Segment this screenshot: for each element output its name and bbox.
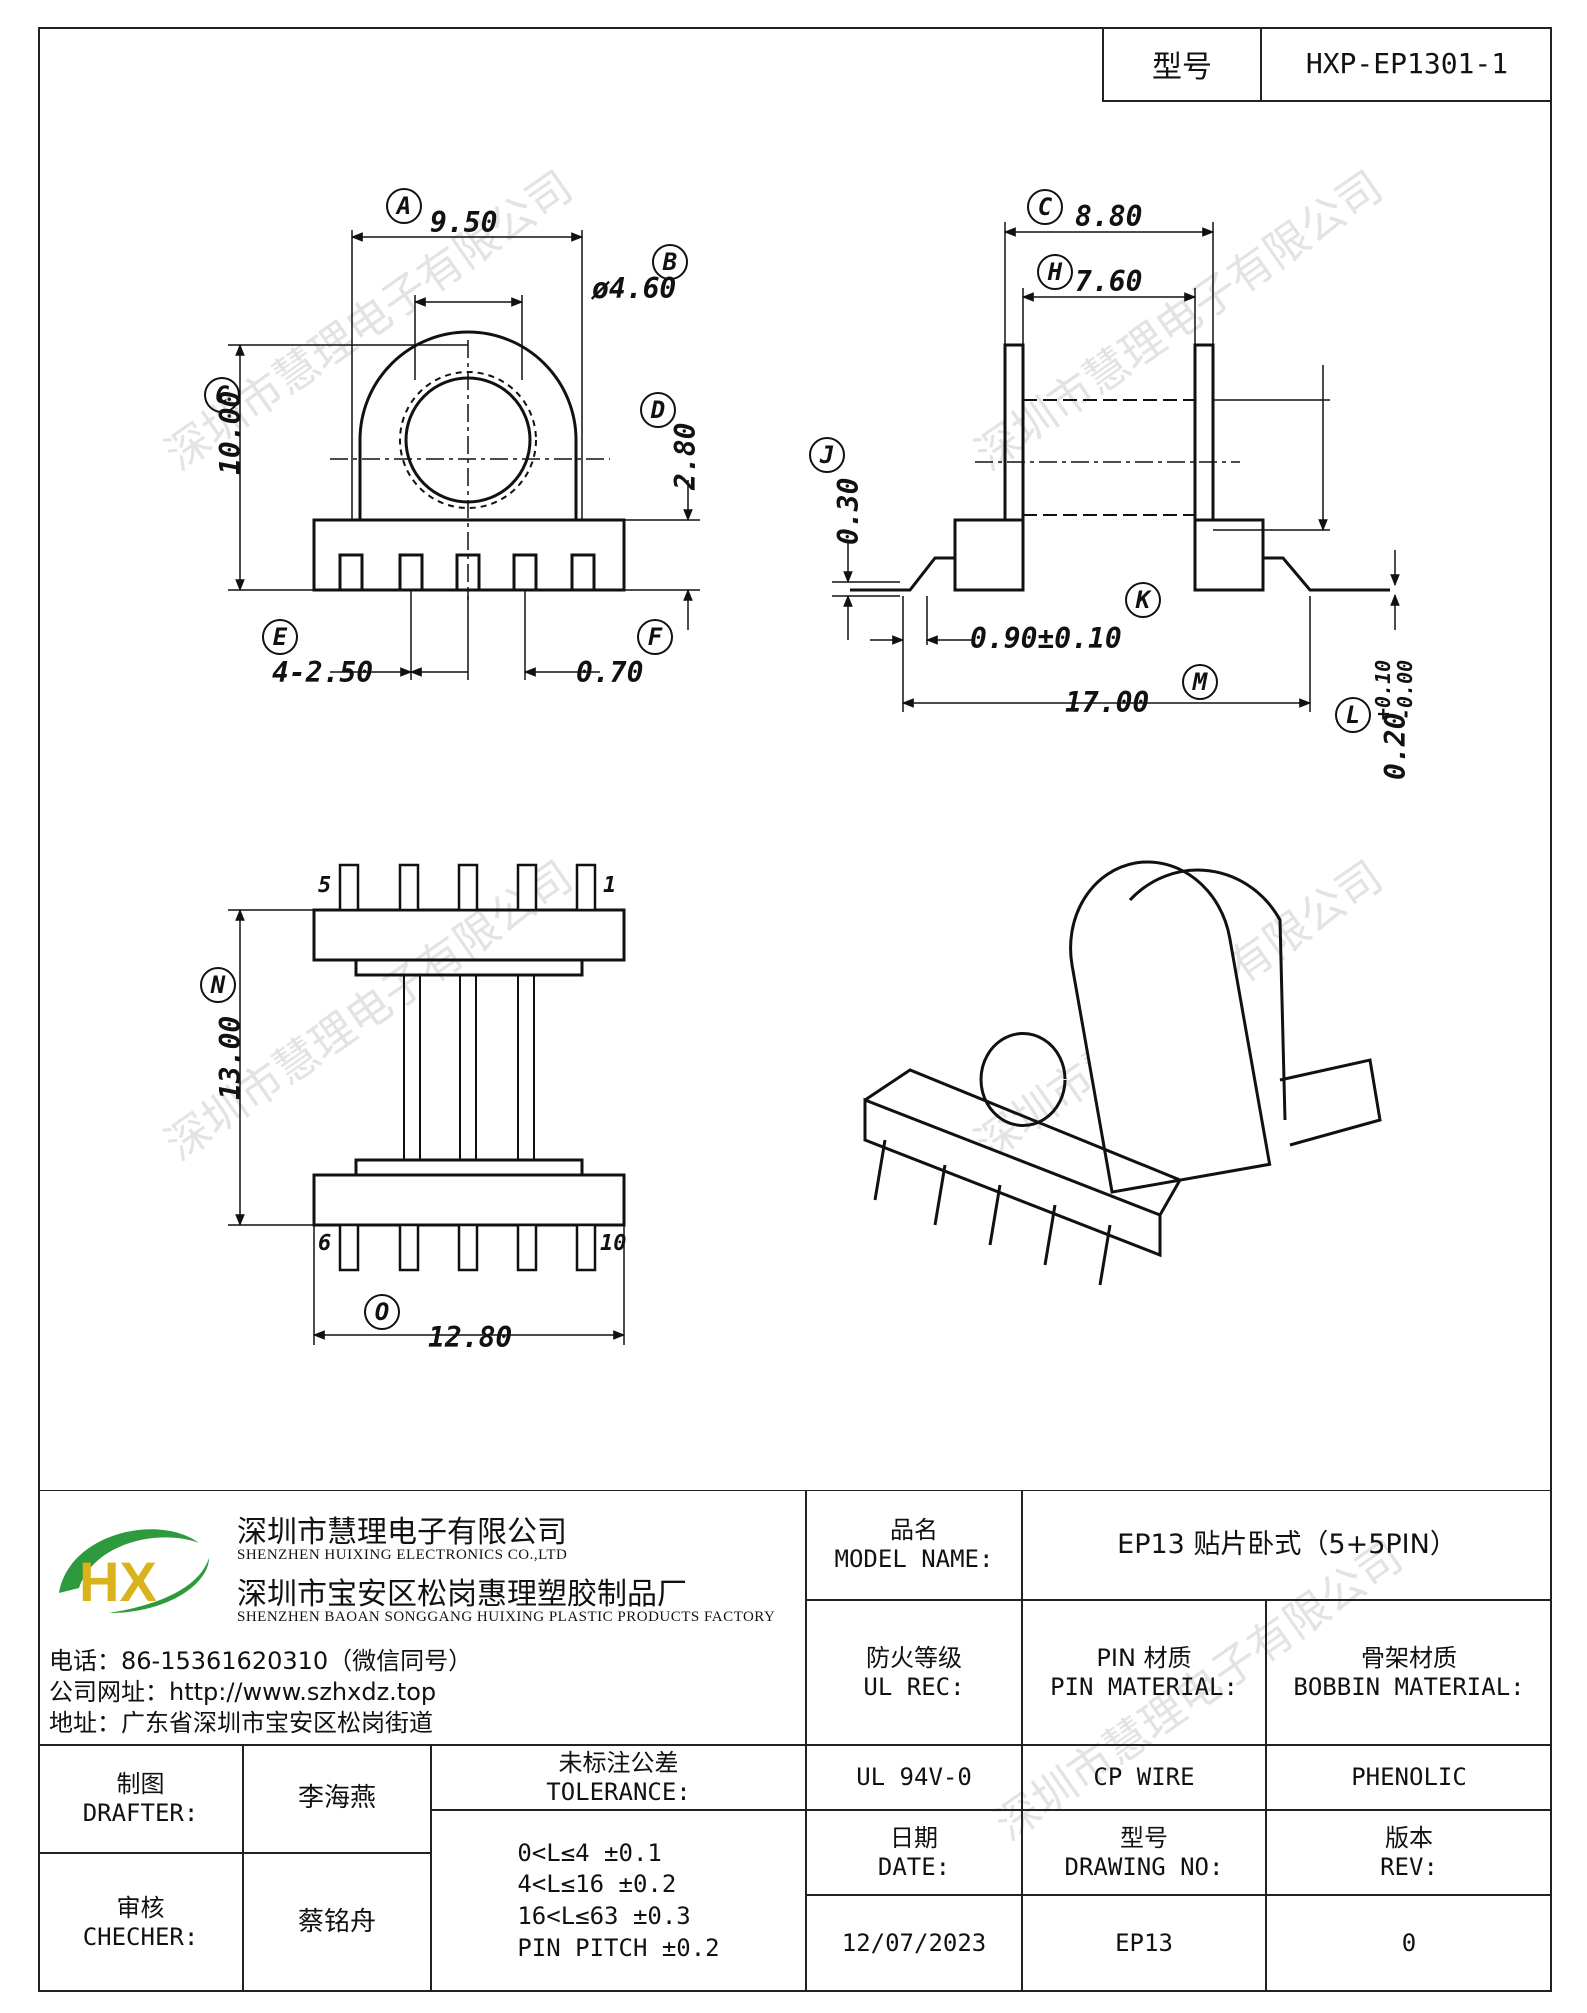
- svg-text:C: C: [215, 381, 230, 409]
- company-name-cn: 深圳市慧理电子有限公司: [237, 1515, 567, 1550]
- svg-text:N: N: [210, 971, 226, 999]
- svg-text:F: F: [648, 623, 663, 651]
- tolerance-line: PIN PITCH ±0.2: [517, 1933, 720, 1962]
- dim-N: 13.00: [214, 1016, 247, 1100]
- drafter-name: 李海燕: [243, 1745, 431, 1853]
- svg-text:M: M: [1192, 668, 1209, 696]
- dim-M: 17.00: [1065, 686, 1149, 719]
- ref-letter-A: A: [386, 188, 422, 224]
- svg-text:A: A: [395, 192, 411, 220]
- bobbin-material-value: PHENOLIC: [1266, 1745, 1552, 1810]
- dim-A: 9.50: [430, 206, 497, 239]
- svg-text:L: L: [1346, 701, 1360, 729]
- ref-letter-L: L: [1335, 697, 1371, 733]
- ref-letter-B: B: [652, 244, 688, 280]
- ref-letter-M: M: [1182, 664, 1218, 700]
- dim-H: 7.60: [1075, 265, 1142, 298]
- model-name-value: EP13 贴片卧式（5+5PIN）: [1022, 1490, 1552, 1600]
- ref-letter-N: N: [200, 967, 236, 1003]
- isometric-view: [863, 860, 1382, 1286]
- rev-value: 0: [1266, 1895, 1552, 1992]
- model-number-box: 型号 HXP-EP1301-1: [1102, 27, 1552, 102]
- bottom-view: [228, 863, 626, 1345]
- dim-C-side: 8.80: [1075, 200, 1142, 233]
- ref-letter-C-side: C: [1027, 189, 1063, 225]
- ref-letter-F: F: [637, 619, 673, 655]
- ref-letter-E: E: [262, 619, 298, 655]
- title-block: HX 深圳市慧理电子有限公司 SHENZHEN HUIXING ELECTRON…: [38, 1490, 1552, 1992]
- svg-text:E: E: [273, 623, 288, 651]
- tolerance-values: 0<L≤4 ±0.1 4<L≤16 ±0.2 16<L≤63 ±0.3 PIN …: [431, 1810, 806, 1992]
- pin-material-value: CP WIRE: [1022, 1745, 1266, 1810]
- company-info: HX 深圳市慧理电子有限公司 SHENZHEN HUIXING ELECTRON…: [38, 1490, 806, 1745]
- front-pins: [338, 553, 596, 592]
- svg-text:H: H: [1047, 258, 1063, 286]
- checker-name: 蔡铭舟: [243, 1853, 431, 1992]
- model-value: HXP-EP1301-1: [1305, 47, 1509, 80]
- ref-letter-H: H: [1037, 254, 1073, 290]
- svg-text:J: J: [819, 441, 834, 469]
- address: 地址：广东省深圳市宝安区松岗街道: [49, 1709, 433, 1737]
- date-value: 12/07/2023: [806, 1895, 1022, 1992]
- dim-F: 0.70: [576, 656, 643, 689]
- tolerance-line: 16<L≤63 ±0.3: [517, 1902, 691, 1930]
- ref-letter-K: K: [1125, 582, 1161, 618]
- technical-drawing: 9.50 ø4.60 10.00 2.80 4-2.50 0.70 8.80 7…: [200, 188, 1417, 1354]
- model-label: 型号: [1104, 27, 1262, 100]
- dim-K: 0.90±0.10: [970, 622, 1122, 655]
- front-view: [228, 230, 700, 680]
- tolerance-line: 4<L≤16 ±0.2: [517, 1870, 677, 1899]
- ul-value: UL 94V-0: [806, 1745, 1022, 1810]
- company-logo: HX: [59, 1529, 209, 1613]
- company-name-en: SHENZHEN HUIXING ELECTRONICS CO.,LTD: [237, 1547, 568, 1563]
- dim-L-tol-minus: -0.00: [1393, 660, 1417, 720]
- svg-text:K: K: [1135, 586, 1153, 614]
- svg-text:C: C: [1038, 193, 1053, 221]
- factory-name-cn: 深圳市宝安区松岗惠理塑胶制品厂: [237, 1577, 687, 1612]
- side-view: [832, 222, 1400, 712]
- pin-label-5: 5: [318, 873, 331, 898]
- ref-letter-J: J: [809, 437, 845, 473]
- ref-letter-O: O: [364, 1294, 400, 1330]
- tolerance-line: 0<L≤4 ±0.1: [517, 1838, 662, 1867]
- factory-name-en: SHENZHEN BAOAN SONGGANG HUIXING PLASTIC …: [237, 1609, 776, 1625]
- phone: 电话：86-15361620310（微信同号）: [49, 1647, 473, 1675]
- pin-label-6: 6: [318, 1231, 331, 1256]
- ref-letter-D: D: [640, 392, 676, 428]
- website: 公司网址：http://www.szhxdz.top: [49, 1678, 437, 1706]
- dim-J: 0.30: [832, 478, 865, 545]
- svg-text:HX: HX: [79, 1550, 157, 1613]
- dim-E: 4-2.50: [272, 656, 373, 689]
- svg-text:D: D: [650, 396, 665, 424]
- ref-letter-C: C: [204, 377, 240, 413]
- drawing-no-value: EP13: [1022, 1895, 1266, 1992]
- dim-C-front: 10.00: [214, 391, 247, 475]
- dim-O: 12.80: [428, 1321, 512, 1354]
- pin-label-1: 1: [603, 873, 616, 898]
- pin-label-10: 10: [600, 1231, 627, 1256]
- svg-text:B: B: [662, 248, 677, 276]
- dim-L-tol-plus: +0.10: [1371, 660, 1395, 720]
- dim-L: 0.20: [1379, 713, 1412, 780]
- dim-D: 2.80: [669, 423, 702, 491]
- svg-text:O: O: [375, 1298, 389, 1326]
